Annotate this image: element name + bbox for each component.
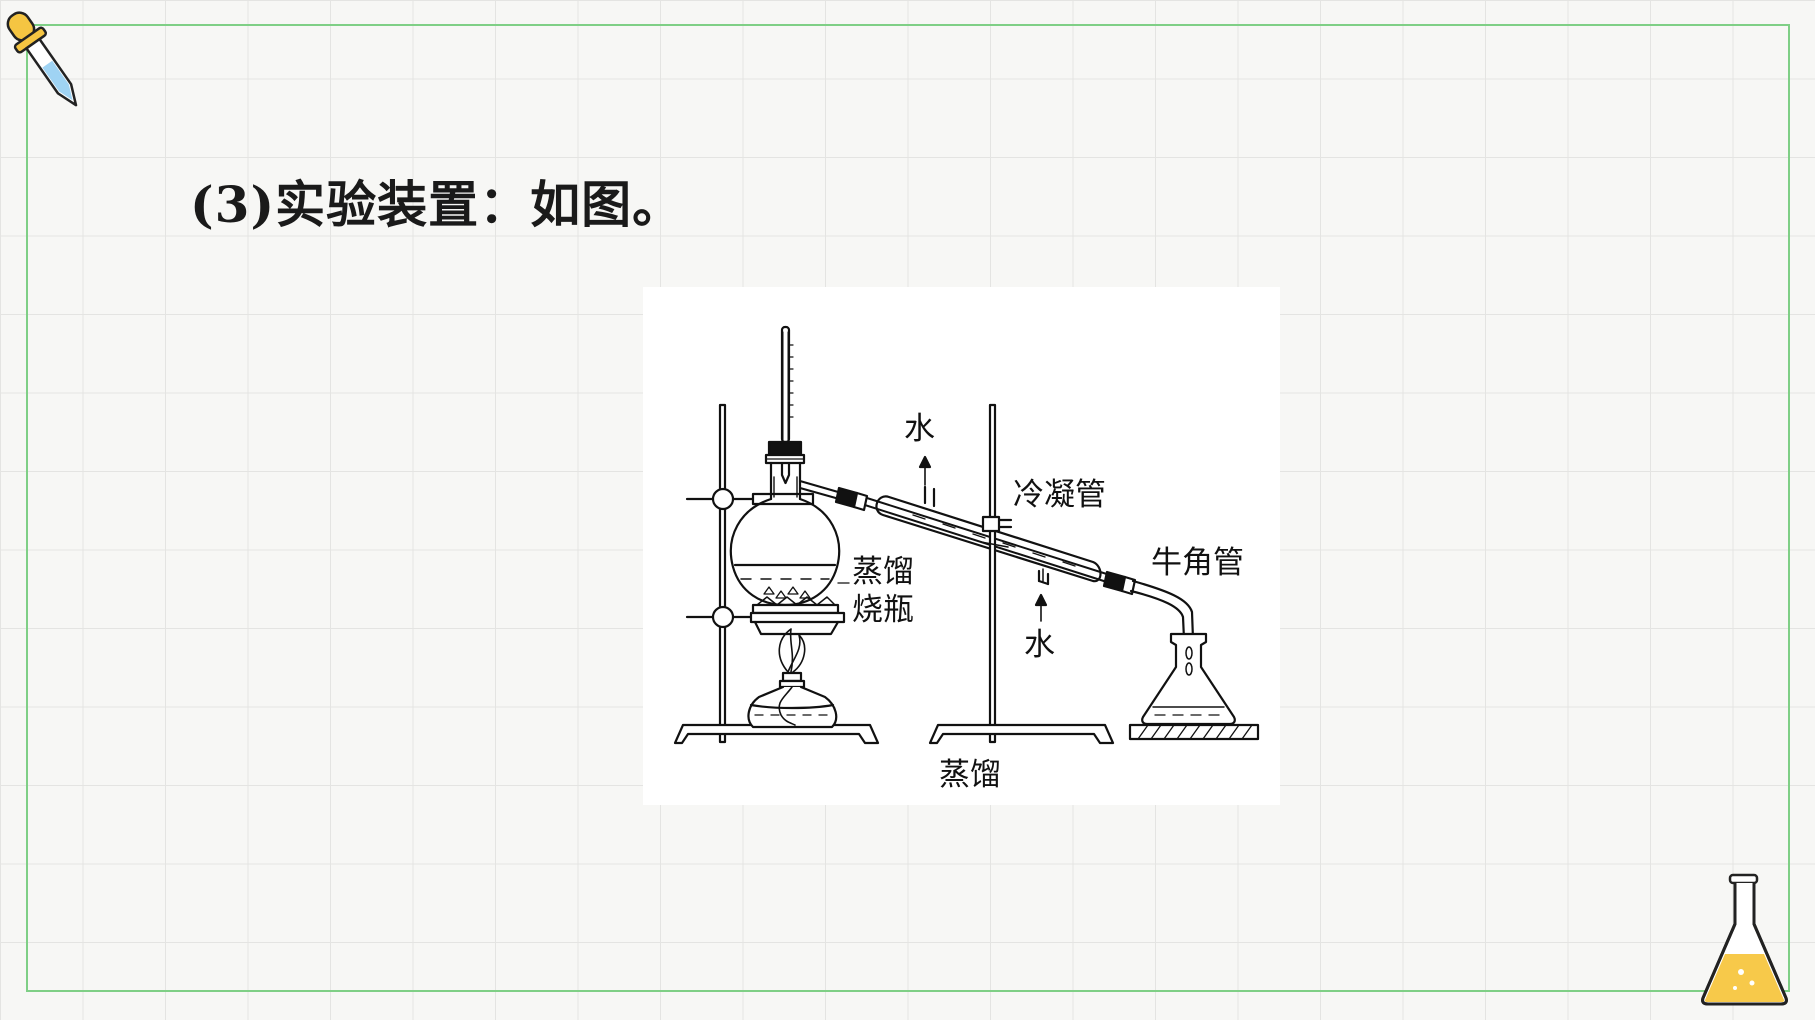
receiving-flask	[1141, 632, 1236, 726]
flask-stopper	[764, 440, 806, 465]
water-out-arrow	[918, 455, 932, 486]
slide-frame	[26, 24, 1790, 992]
receiver-support-block	[1128, 723, 1260, 741]
alcohol-lamp	[747, 628, 838, 729]
wire-gauze	[749, 596, 846, 636]
right-iron-stand	[928, 403, 1115, 745]
adapter-tube	[1129, 579, 1195, 641]
distillation-flask	[729, 461, 854, 607]
distillation-figure: 水 冷凝管 蒸馏 烧瓶 牛角管 水 蒸馏	[643, 287, 1280, 805]
water-in-arrow	[1034, 593, 1048, 622]
condenser	[834, 485, 1137, 596]
slide-heading: (3)实验装置：如图。	[190, 175, 684, 234]
dropper-icon	[6, 11, 78, 107]
flask-label-line1: 蒸馏	[852, 554, 914, 590]
figure-caption: 蒸馏	[939, 757, 1001, 793]
condenser-label: 冷凝管	[1013, 477, 1106, 513]
left-iron-stand	[673, 403, 880, 745]
water-out-label: 水	[904, 411, 935, 447]
distillation-apparatus-diagram: 水 冷凝管 蒸馏 烧瓶 牛角管 水 蒸馏	[673, 325, 1260, 793]
adapter-label: 牛角管	[1151, 545, 1244, 581]
water-in-label: 水	[1024, 627, 1055, 663]
erlenmeyer-flask-icon	[1701, 873, 1788, 1006]
flask-label-line2: 烧瓶	[852, 592, 914, 628]
